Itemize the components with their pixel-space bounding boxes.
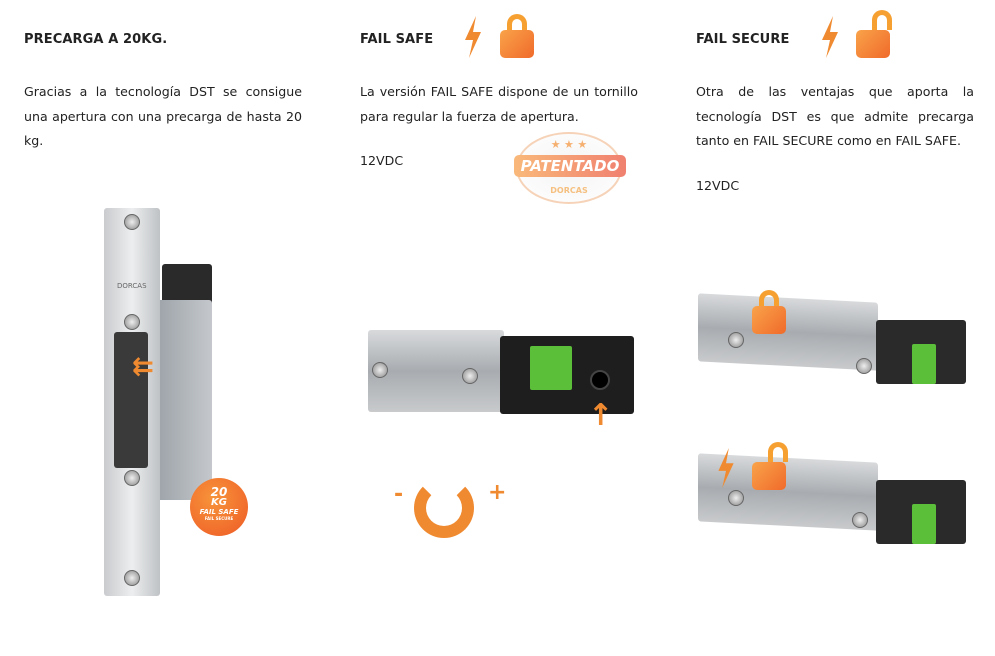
badge-weight: 20: [210, 485, 228, 499]
adjust-screw: [590, 370, 610, 390]
fail-safe-column: FAIL SAFE La versión FAIL SAFE dispone d…: [360, 30, 638, 168]
lightning-bolt-icon: [465, 16, 481, 58]
locked-padlock-icon: [500, 14, 534, 58]
lightning-bolt-icon: [718, 448, 734, 488]
patent-brand: DORCAS: [550, 186, 588, 195]
fail-secure-title: FAIL SECURE: [696, 32, 790, 47]
locked-padlock-icon: [752, 290, 786, 334]
fail-secure-description: Otra de las ventajas que aporta la tecno…: [696, 84, 974, 148]
rotate-icon: [414, 478, 474, 538]
plus-sign: +: [488, 480, 507, 505]
fail-secure-voltage: 12VDC: [696, 177, 740, 193]
patent-badge: ★ ★ ★ PATENTADO DORCAS: [514, 132, 626, 204]
badge-fail-safe: FAIL SAFE: [199, 508, 239, 516]
unlocked-padlock-icon: [752, 442, 788, 490]
patent-label: PATENTADO: [514, 155, 626, 177]
minus-sign: -: [394, 482, 404, 507]
fail-safe-title: FAIL SAFE: [360, 32, 434, 47]
fail-safe-voltage: 12VDC: [360, 153, 404, 168]
arrow-up-icon: ↑: [588, 398, 614, 433]
arrow-left-icon: ⇇: [132, 352, 154, 382]
preload-badge: 20 KG FAIL SAFE FAIL SECURE: [190, 478, 248, 536]
preload-title: PRECARGA A 20KG.: [24, 32, 168, 47]
preload-column: PRECARGA A 20KG. Gracias a la tecnología…: [24, 30, 302, 154]
badge-unit: KG: [211, 497, 227, 508]
badge-fail-secure: FAIL SECURE: [204, 516, 234, 521]
unlocked-padlock-icon: [856, 10, 892, 58]
preload-description: Gracias a la tecnología DST se consigue …: [24, 84, 302, 148]
plate-brand: DORCAS: [117, 282, 147, 290]
fail-safe-description: La versión FAIL SAFE dispone de un torni…: [360, 84, 638, 124]
fail-secure-column: FAIL SECURE Otra de las ventajas que apo…: [696, 30, 974, 193]
stars: ★ ★ ★: [550, 138, 588, 151]
lightning-bolt-icon: [822, 16, 838, 58]
